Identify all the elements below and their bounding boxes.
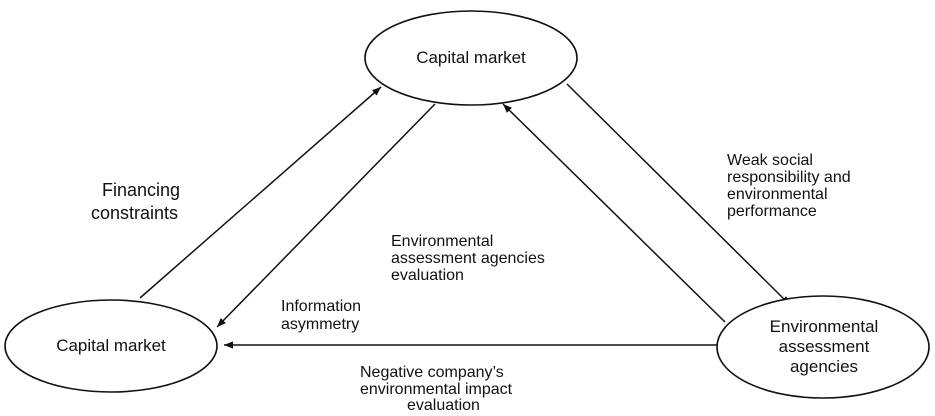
edge-label-financing-constraints: Financing constraints: [91, 180, 180, 223]
edge-label-agencies-evaluation: Environmental assessment agencies evalua…: [391, 233, 545, 284]
financing-line1: Financing: [102, 180, 180, 200]
agencies-eval-line3: evaluation: [391, 267, 464, 284]
node-label-right-line2: assessment: [779, 337, 870, 356]
negative-line3: evaluation: [407, 397, 480, 414]
node-environmental-assessment-agencies: Environmental assessment agencies: [716, 295, 930, 399]
node-label-top: Capital market: [416, 48, 526, 67]
agencies-eval-line1: Environmental: [391, 233, 493, 250]
negative-line2: environmental impact: [360, 381, 513, 398]
agencies-eval-line2: assessment agencies: [391, 250, 545, 267]
arrow-left-to-top: [139, 86, 382, 299]
edge-label-negative-company: Negative company’s environmental impact …: [360, 364, 513, 414]
negative-line1: Negative company’s: [360, 364, 504, 381]
node-capital-market-left: Capital market: [4, 299, 218, 393]
node-label-left: Capital market: [56, 336, 166, 355]
node-label-right-line1: Environmental: [770, 317, 879, 336]
weak-social-line1: Weak social: [727, 152, 813, 169]
arrow-top-to-right: [566, 83, 791, 306]
weak-social-line4: performance: [727, 203, 817, 220]
node-label-right-line3: agencies: [790, 357, 858, 376]
info-asym-line2: asymmetry: [281, 316, 359, 333]
financing-line2: constraints: [91, 203, 178, 223]
weak-social-line2: responsibility and: [727, 169, 851, 186]
arrow-top-to-left: [216, 103, 436, 328]
weak-social-line3: environmental: [727, 186, 828, 203]
edge-label-weak-social-responsibility: Weak social responsibility and environme…: [727, 152, 851, 220]
arrow-right-to-top: [502, 103, 726, 323]
info-asym-line1: Information: [281, 298, 361, 315]
edge-label-information-asymmetry: Information asymmetry: [281, 298, 361, 333]
node-capital-market-top: Capital market: [364, 10, 578, 106]
